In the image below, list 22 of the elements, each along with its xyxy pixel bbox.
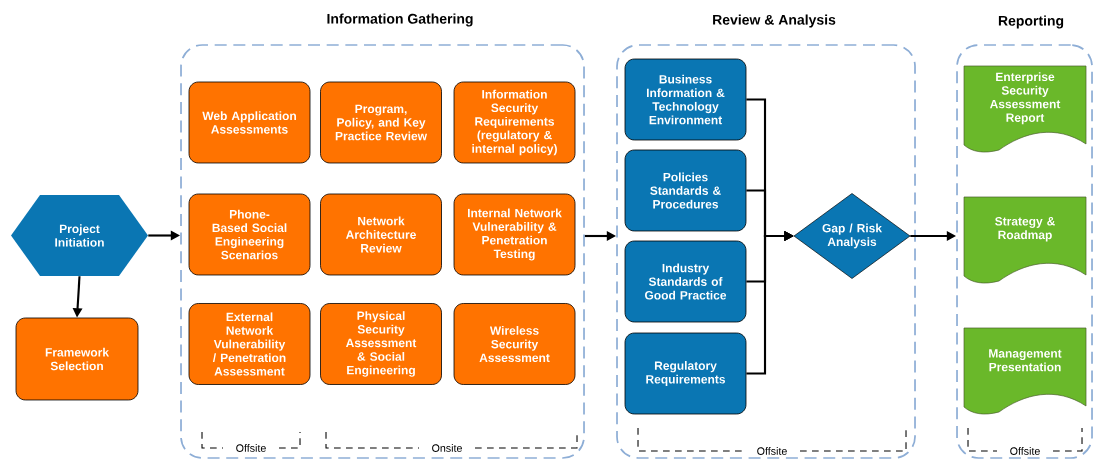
process-box: External Network Vulnerability / Penetration Assessment (188, 303, 311, 385)
input-box: Regulatory Requirements (624, 332, 747, 415)
process-box: Web Application Assessments (188, 81, 311, 164)
process-box: Program, Policy, and Key Practice Review (320, 81, 442, 164)
bracket-label: Offsite (757, 447, 787, 455)
process-box: Framework Selection (15, 317, 139, 401)
section-title: Review & Analysis (713, 14, 836, 28)
process-box: Internal Network Vulnerability & Penetration Testing (453, 193, 576, 276)
process-box: Network Architecture Review (320, 193, 442, 276)
section-title: Information Gathering (327, 13, 473, 27)
bracket-label: Onsite (432, 444, 462, 452)
input-box: Industry Standards of Good Practice (624, 240, 747, 323)
section-title: Reporting (998, 15, 1064, 29)
input-box: Policies Standards & Procedures (624, 149, 747, 232)
start-hexagon: Project Initiation (11, 195, 148, 276)
process-box: Physical Security Assessment & Social Engineering (320, 303, 442, 385)
process-box: Information Security Requirements (regulatory & internal policy) (453, 81, 576, 164)
bracket-label: Offsite (1010, 447, 1040, 455)
process-box: Phone-Based Social Engineering Scenarios (188, 193, 311, 276)
input-box: Business Information & Technology Environment (624, 58, 747, 141)
bracket-label: Offsite (236, 444, 266, 452)
process-box: Wireless Security Assessment (453, 303, 576, 385)
